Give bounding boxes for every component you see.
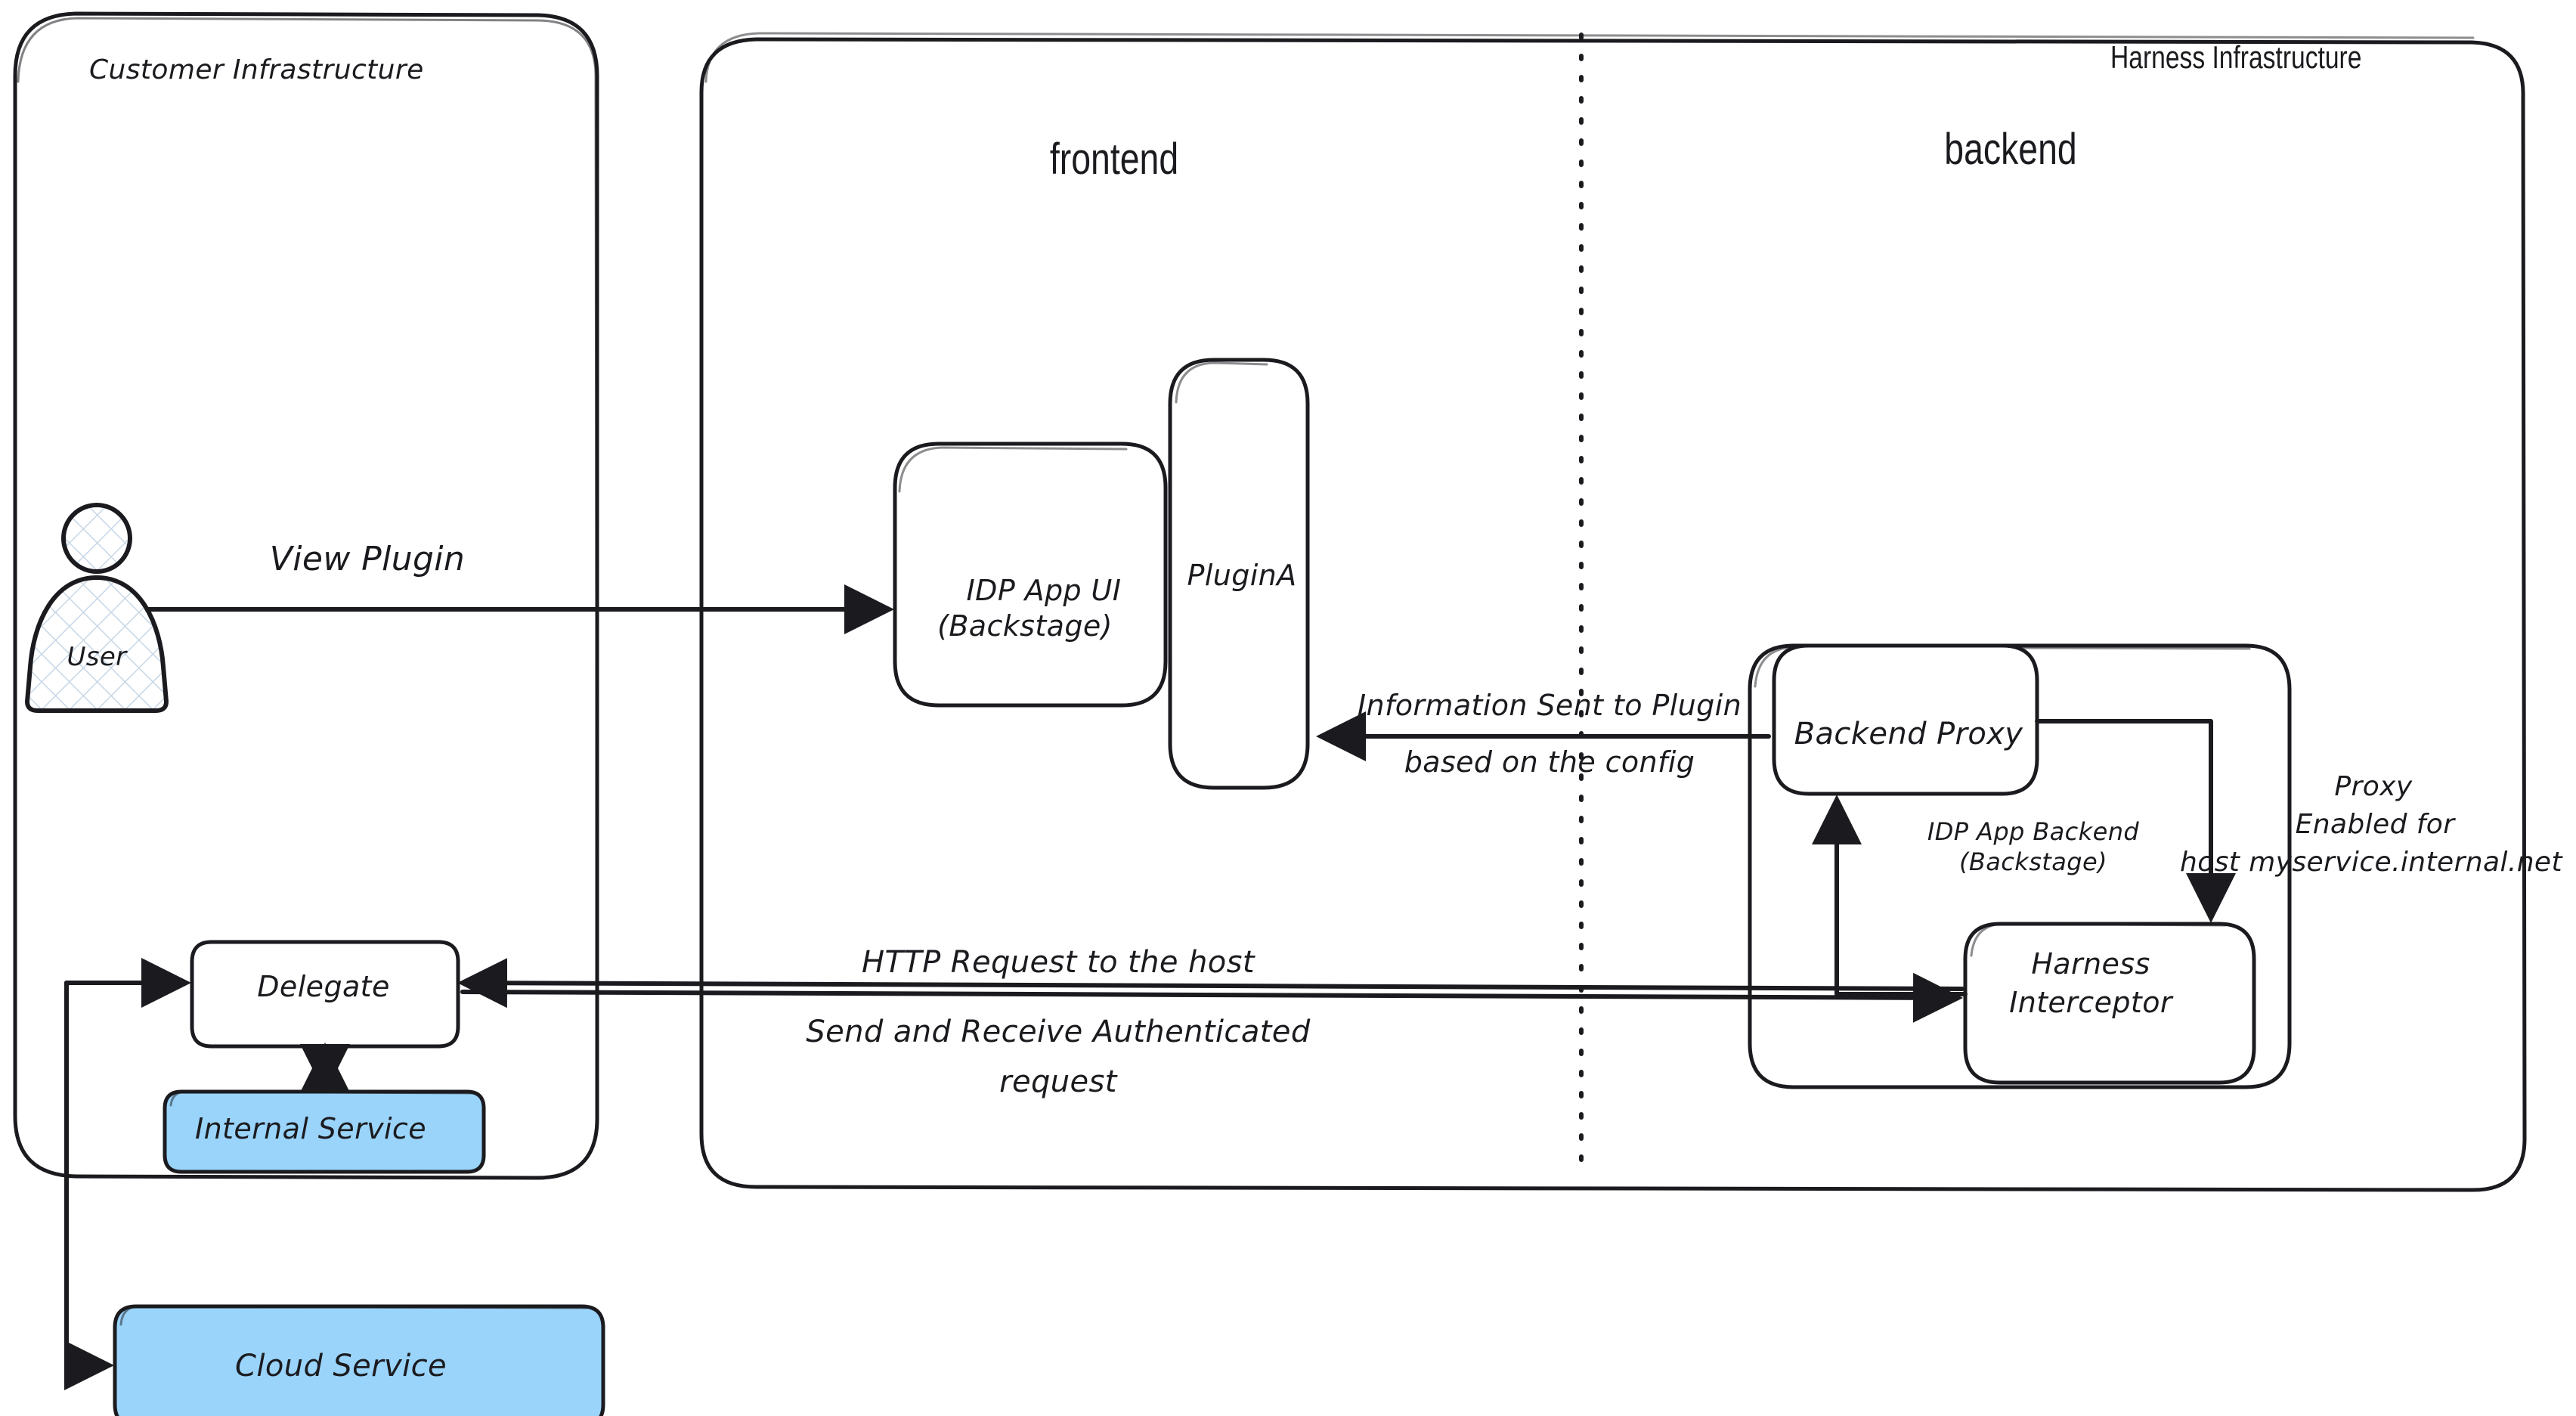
harness-infrastructure-label: Harness Infrastructure	[2110, 39, 2362, 75]
user-actor-glyph	[25, 503, 169, 713]
edge-rail-to-cloud-service	[64, 981, 114, 1390]
edge-label-send-receive-line1: Send and Receive Authenticated	[806, 1015, 1311, 1049]
delegate-label: Delegate	[257, 970, 390, 1003]
internal-service-box	[163, 1089, 486, 1174]
edge-label-info-sent-line2: based on the config	[1404, 745, 1695, 779]
harness-interceptor-label: Harness Interceptor	[2009, 947, 2172, 1020]
plugin-a-box	[1168, 358, 1310, 790]
delegate-box	[190, 940, 460, 1049]
idp-app-ui-label: IDP App UI (Backstage)	[896, 537, 1153, 680]
customer-infrastructure-container	[13, 11, 599, 1180]
harness-infrastructure-container	[699, 32, 2527, 1192]
edge-harness-interceptor-to-delegate	[457, 958, 1965, 1009]
proxy-note-line3: host myservice.internal.net	[2179, 847, 2562, 878]
edge-delegate-to-harness-interceptor	[460, 972, 1963, 1023]
edge-label-send-receive-line2: request	[999, 1064, 1117, 1099]
plugin-a-label: PluginA	[1187, 559, 1297, 592]
zone-label-frontend: frontend	[1049, 135, 1179, 184]
backend-proxy-label: Backend Proxy	[1794, 717, 2023, 751]
idp-app-backend-label: IDP App Backend (Backstage)	[1927, 817, 2140, 876]
proxy-note-line1: Proxy	[2334, 771, 2413, 802]
harness-interceptor-box	[1963, 922, 2256, 1085]
customer-infrastructure-label: Customer Infrastructure	[89, 54, 424, 85]
user-label: User	[67, 642, 127, 672]
idp-app-ui-label-line1: IDP App UI (Backstage)	[937, 573, 1122, 643]
cloud-service-box	[113, 1304, 605, 1416]
edge-backend-proxy-to-harness-interceptor	[2035, 719, 2236, 923]
edge-label-http-request: HTTP Request to the host	[862, 945, 1255, 980]
edge-label-info-sent-line1: Information Sent to Plugin	[1357, 689, 1742, 722]
internal-service-label: Internal Service	[194, 1112, 427, 1145]
zone-label-backend: backend	[1944, 125, 2077, 174]
backend-proxy-box	[1772, 643, 2039, 796]
edge-label-view-plugin: View Plugin	[269, 540, 466, 578]
idp-app-ui-box	[893, 442, 1168, 708]
proxy-note-line2: Enabled for	[2295, 809, 2455, 840]
cloud-service-label: Cloud Service	[234, 1349, 447, 1383]
